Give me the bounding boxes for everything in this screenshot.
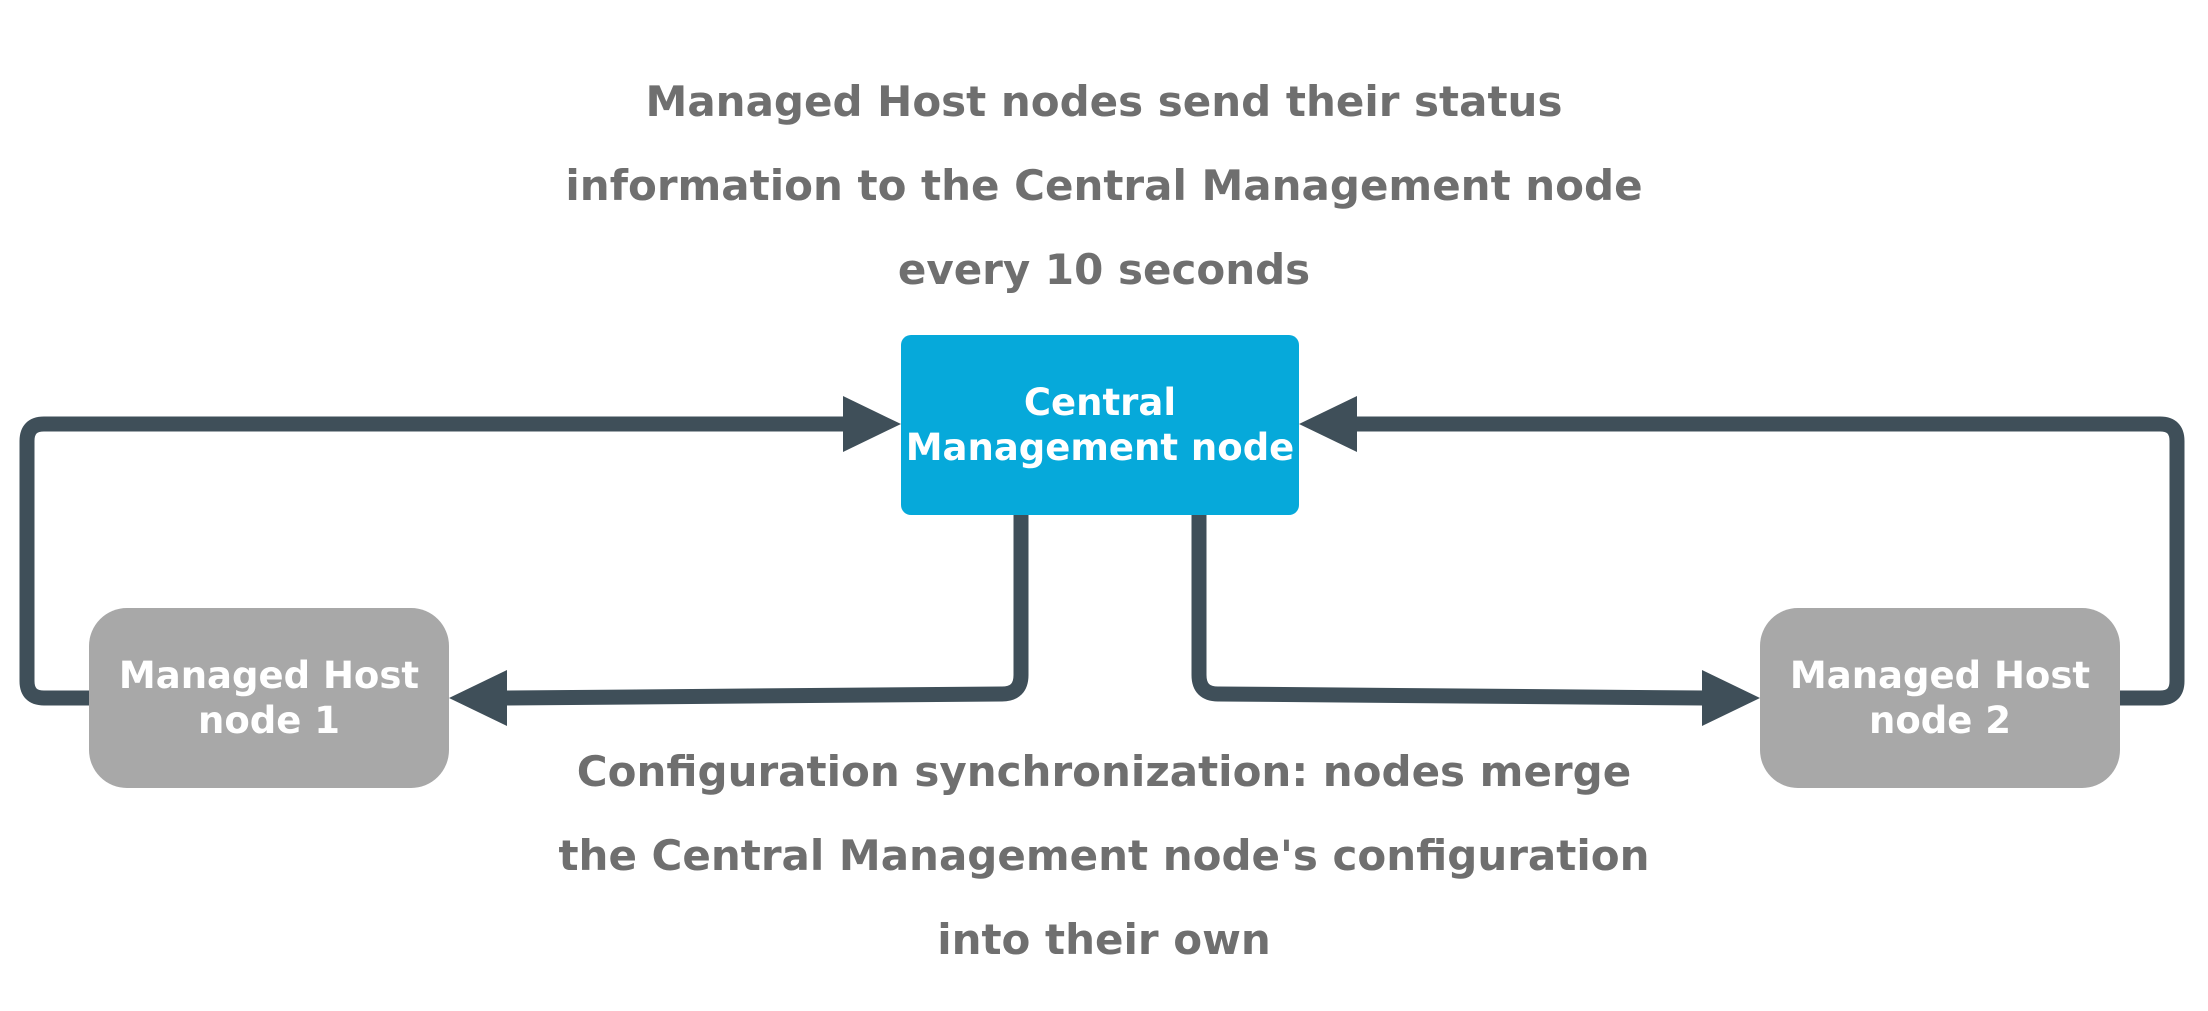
managed-host-node-2: Managed Host node 2 (1760, 608, 2120, 788)
host-node-2-label-line: Managed Host (1789, 654, 2091, 697)
arrowhead-into-host2 (1702, 670, 1760, 726)
managed-host-node-1: Managed Host node 1 (89, 608, 449, 788)
host-node-1-label-line: node 1 (198, 699, 340, 742)
connector-host1-to-central (19, 416, 848, 706)
status-caption: Managed Host nodes send their status inf… (0, 60, 2208, 312)
connector-host2-to-central (1355, 416, 2185, 706)
status-caption-line: information to the Central Management no… (565, 161, 1643, 210)
sync-caption: Configuration synchronization: nodes mer… (0, 730, 2208, 982)
status-caption-line: Managed Host nodes send their status (645, 77, 1563, 126)
central-management-node: Central Management node (901, 335, 1299, 515)
status-caption-line: every 10 seconds (897, 245, 1311, 294)
connector-central-to-host2 (1191, 515, 1705, 706)
central-node-label-line: Central (1023, 381, 1177, 424)
central-node-label-line: Management node (905, 426, 1295, 469)
host-node-2-label-line: node 2 (1869, 699, 2011, 742)
host-node-1-label-line: Managed Host (118, 654, 420, 697)
sync-caption-line: Configuration synchronization: nodes mer… (576, 747, 1632, 796)
arrowhead-into-central-left (843, 396, 901, 452)
connector-central-to-host1 (504, 515, 1029, 706)
arrowhead-into-host1 (449, 670, 507, 726)
sync-caption-line: the Central Management node's configurat… (558, 831, 1650, 880)
arrowhead-into-central-right (1299, 396, 1357, 452)
sync-caption-line: into their own (937, 915, 1271, 964)
